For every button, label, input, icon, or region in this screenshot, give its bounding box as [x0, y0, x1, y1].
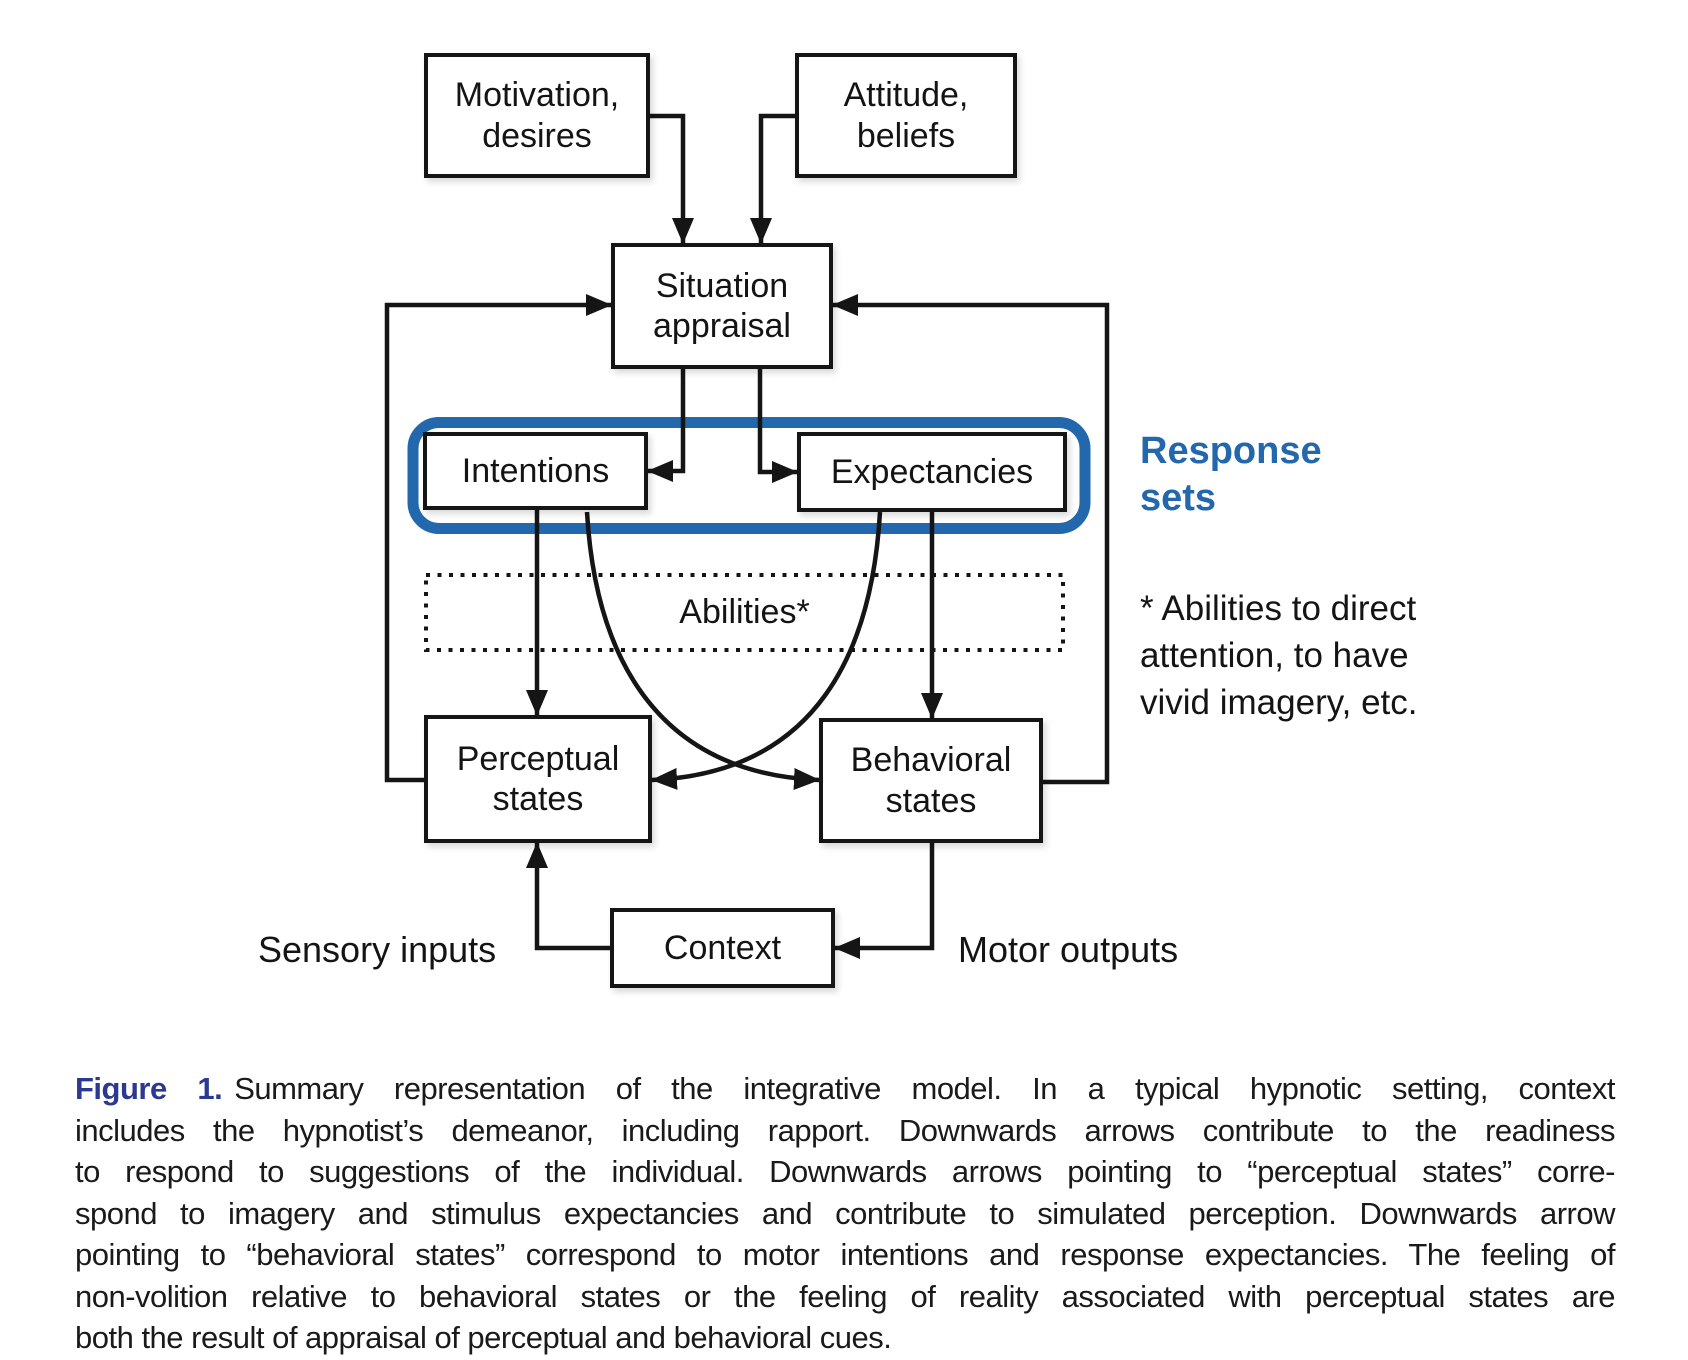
node-expectancies: Expectancies: [797, 432, 1067, 512]
node-label: Behavioral states: [850, 741, 1012, 820]
motor-outputs-label: Motor outputs: [958, 929, 1179, 970]
arrow-context-to-perceptual: [526, 842, 610, 951]
sensory-inputs-label: Sensory inputs: [258, 929, 497, 970]
arrow-behavioral-to-context: [834, 843, 935, 959]
feedback-behavioral-to-situation: [832, 294, 1110, 785]
node-label: Motivation, desires: [454, 76, 620, 155]
caption-line: includes the hypnotist’s demeanor, inclu…: [75, 1112, 1616, 1148]
node-attitude: Attitude, beliefs: [795, 53, 1017, 178]
arrow-motivation-to-situation: [650, 113, 694, 244]
node-situation-appraisal: Situation appraisal: [611, 243, 833, 369]
figure-number-label: Figure 1.: [75, 1071, 223, 1106]
node-label: Intentions: [461, 451, 610, 490]
caption-line: to respond to suggestions of the individ…: [75, 1154, 1616, 1189]
node-label: Attitude, beliefs: [843, 76, 969, 155]
arrow-attitude-to-situation: [750, 113, 795, 244]
node-abilities: Abilities*: [426, 575, 1063, 650]
response-sets-label: Response sets: [1140, 430, 1322, 519]
curve-intentions-to-behavioral: [584, 511, 820, 790]
node-label: Perceptual states: [456, 739, 620, 818]
node-label: Situation appraisal: [653, 266, 791, 345]
feedback-perceptual-to-situation: [384, 294, 612, 783]
figure-caption: Figure 1. Summary representation of the i…: [75, 1068, 1616, 1359]
node-label: Abilities*: [679, 593, 810, 631]
abilities-footnote: * Abilities to direct attention, to have…: [1140, 589, 1418, 722]
node-intentions: Intentions: [423, 432, 648, 510]
node-motivation: Motivation, desires: [424, 53, 650, 178]
caption-line: Figure 1. Summary representation of the i…: [75, 1068, 1615, 1110]
caption-text: Summary representation of the integrativ…: [234, 1071, 1615, 1106]
caption-line: non-volition relative to behavioral stat…: [75, 1278, 1616, 1314]
caption-line: pointing to “behavioral states” correspo…: [75, 1237, 1616, 1272]
arrow-situation-to-expectancies: [757, 369, 798, 483]
arrow-situation-to-intentions: [647, 369, 686, 482]
response-sets-frame: [407, 417, 1091, 534]
curve-expectancies-to-perceptual: [651, 511, 883, 790]
caption-line: both the result of appraisal of perceptu…: [75, 1320, 892, 1355]
node-label: Expectancies: [830, 452, 1034, 491]
caption-line: spond to imagery and stimulus expectanci…: [75, 1195, 1616, 1231]
node-behavioral-states: Behavioral states: [819, 718, 1043, 843]
node-perceptual-states: Perceptual states: [424, 715, 652, 843]
node-label: Context: [663, 928, 782, 967]
node-context: Context: [610, 908, 835, 988]
